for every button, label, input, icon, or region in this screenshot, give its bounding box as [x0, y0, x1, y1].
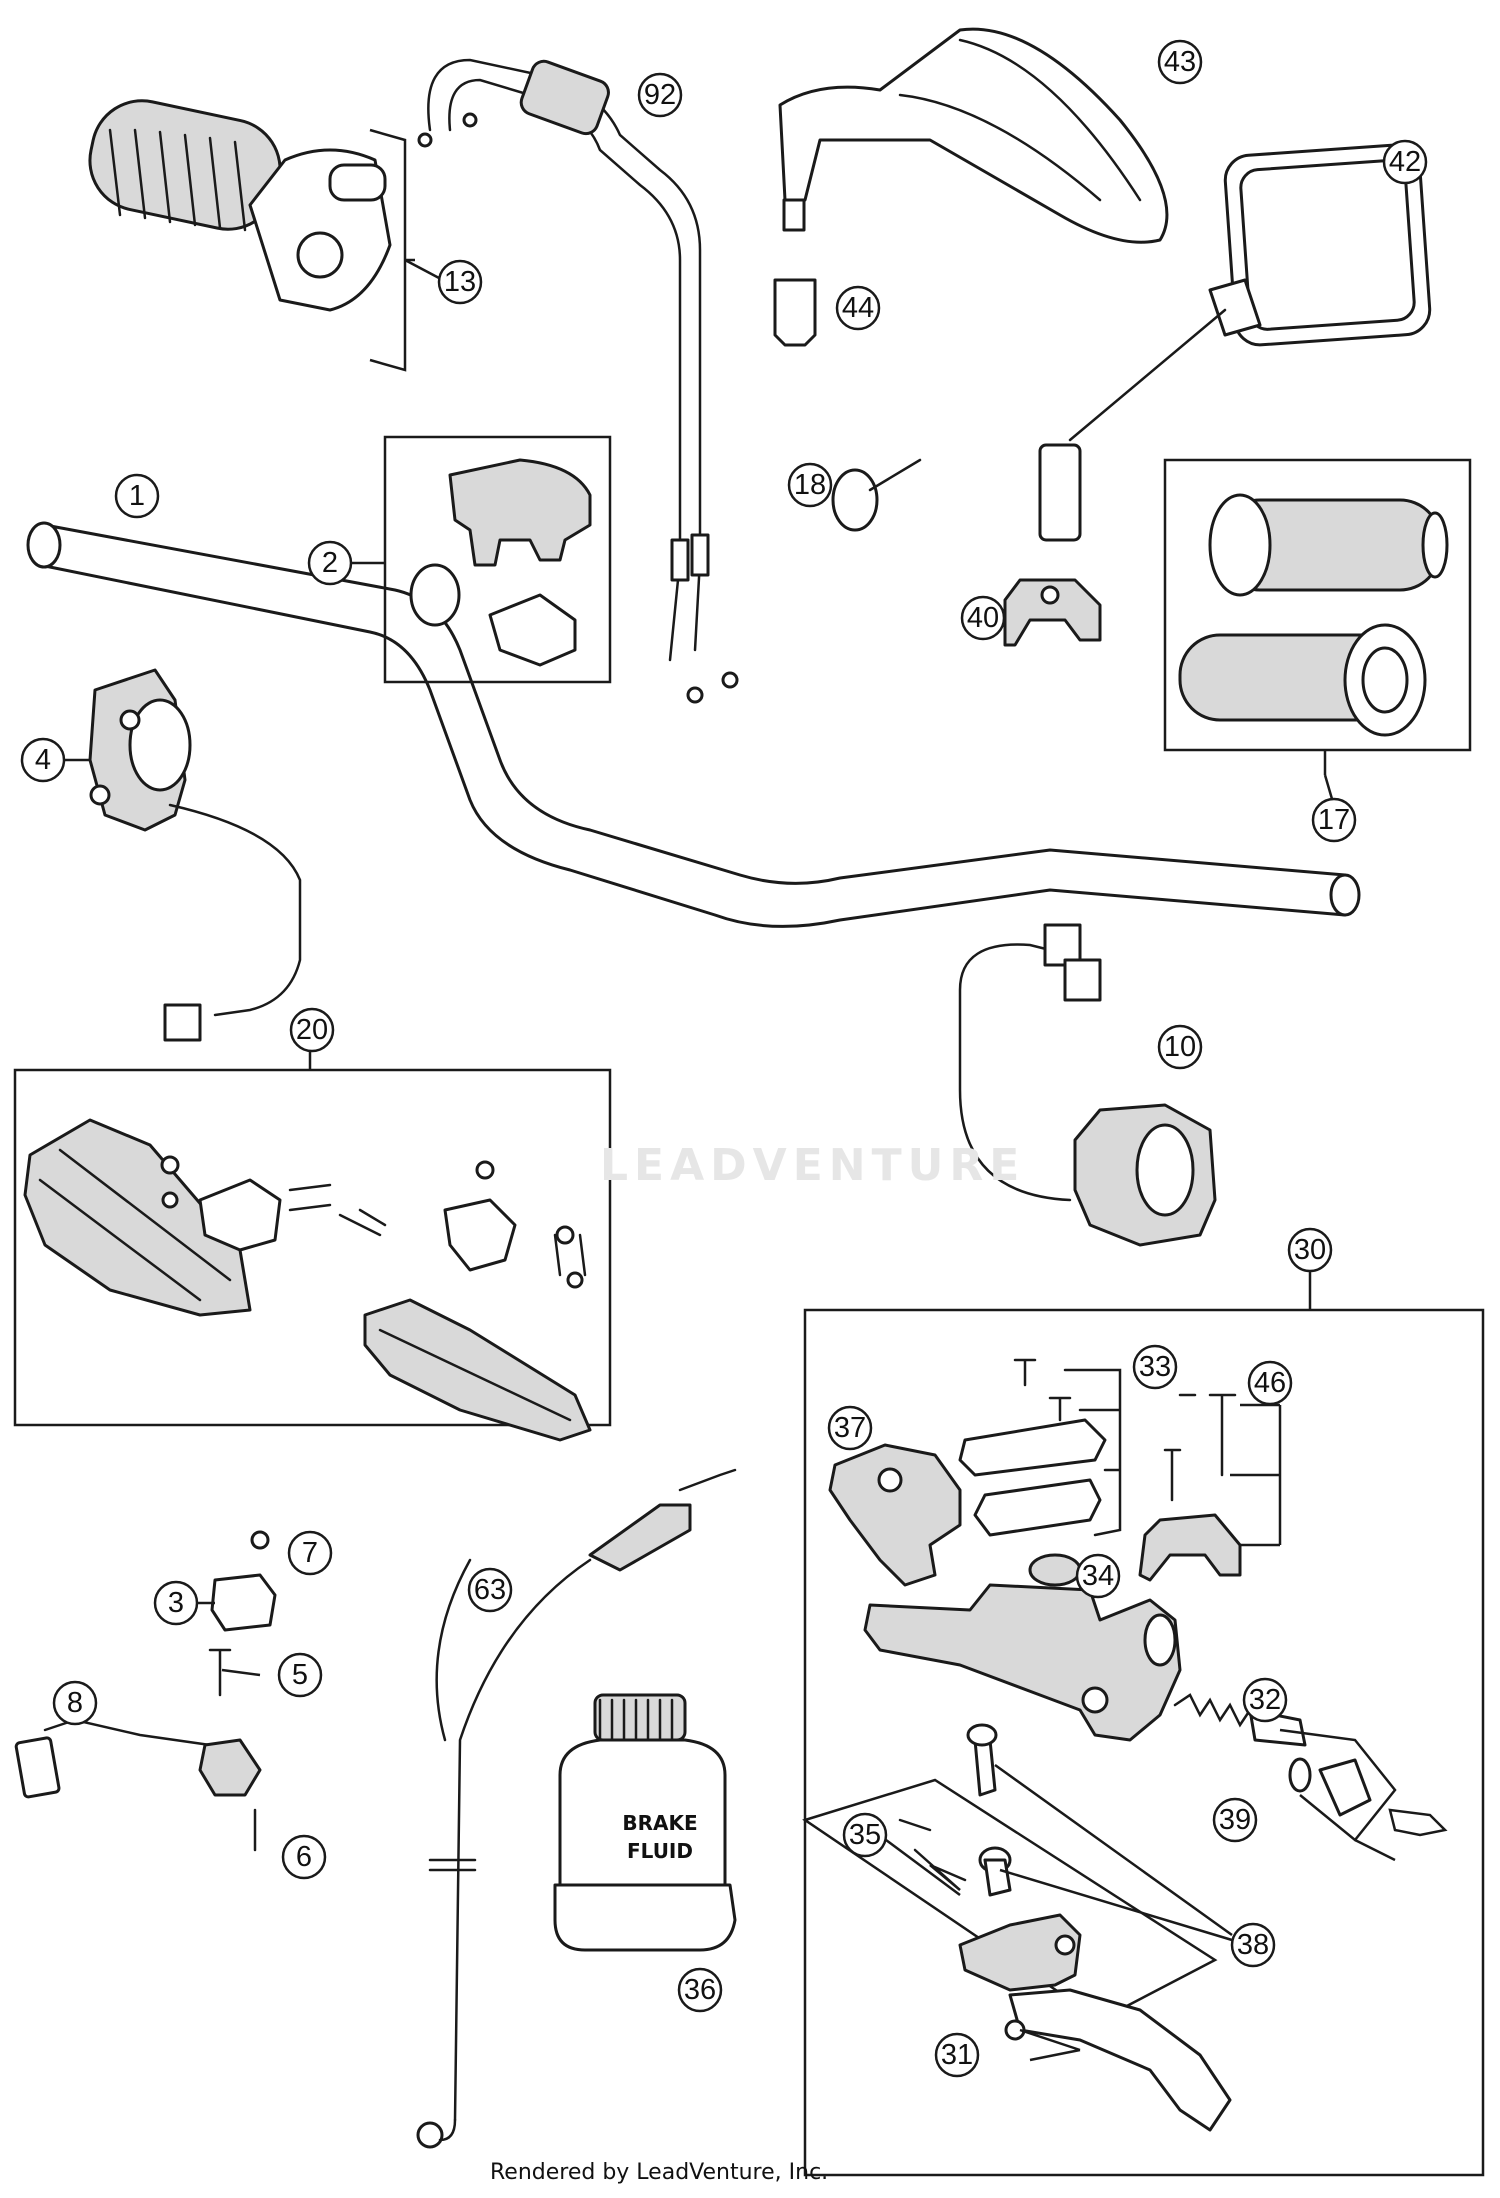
svg-text:40: 40	[967, 602, 999, 634]
callout-43: 43	[1157, 39, 1203, 85]
callout-31: 31	[934, 2032, 980, 2078]
throttle-grip-assembly	[88, 99, 392, 312]
brake-line-63	[416, 1468, 737, 2149]
switch-10	[958, 923, 1217, 1247]
svg-text:42: 42	[1389, 146, 1421, 178]
svg-text:37: 37	[834, 1412, 866, 1444]
box-2	[383, 435, 612, 684]
callout-7: 7	[287, 1530, 333, 1576]
svg-text:8: 8	[67, 1687, 83, 1719]
callout-40: 40	[960, 595, 1006, 641]
callout-44: 44	[835, 285, 881, 331]
svg-text:35: 35	[849, 1819, 881, 1851]
callout-63: 63	[467, 1567, 513, 1613]
svg-text:33: 33	[1139, 1351, 1171, 1383]
mirror-42	[1038, 143, 1432, 542]
svg-text:4: 4	[35, 744, 51, 776]
callout-3: 3	[153, 1580, 199, 1626]
svg-text:44: 44	[842, 292, 874, 324]
bottle-label-line2: FLUID	[627, 1839, 693, 1863]
callout-2: 2	[307, 540, 353, 586]
box-20	[13, 1068, 612, 1427]
callout-38: 38	[1230, 1922, 1276, 1968]
callout-8: 8	[52, 1680, 98, 1726]
bottle-label-line1: BRAKE	[622, 1811, 697, 1835]
callout-13: 13	[437, 259, 483, 305]
callout-10: 10	[1157, 1024, 1203, 1070]
brake-lever	[1008, 1988, 1232, 2132]
callout-4: 4	[20, 737, 66, 783]
svg-text:36: 36	[684, 1974, 716, 2006]
svg-text:3: 3	[168, 1587, 184, 1619]
render-credit: Rendered by LeadVenture, Inc.	[490, 2160, 829, 2185]
mirror-43	[778, 27, 1169, 244]
cable-tie-18	[831, 468, 879, 532]
svg-text:5: 5	[292, 1659, 308, 1691]
mirror-clamp-40	[1003, 578, 1102, 647]
callout-35: 35	[842, 1812, 888, 1858]
bracket-37	[828, 1443, 962, 1587]
svg-text:20: 20	[296, 1014, 328, 1046]
master-cylinder	[863, 1583, 1182, 1742]
bracket-3	[210, 1573, 277, 1632]
callout-5: 5	[277, 1652, 323, 1698]
callout-33: 33	[1132, 1344, 1178, 1390]
svg-text:39: 39	[1219, 1804, 1251, 1836]
brake-switch-8	[14, 1718, 262, 1852]
switch-4	[88, 668, 302, 1042]
svg-text:34: 34	[1082, 1560, 1114, 1592]
svg-text:13: 13	[444, 266, 476, 298]
callout-46: 46	[1247, 1360, 1293, 1406]
handlebar	[38, 523, 1347, 928]
svg-text:43: 43	[1164, 46, 1196, 78]
svg-text:31: 31	[941, 2039, 973, 2071]
svg-text:2: 2	[322, 547, 338, 579]
svg-text:10: 10	[1164, 1031, 1196, 1063]
callout-36: 36	[677, 1967, 723, 2013]
brake-fluid-bottle: BRAKE FLUID	[553, 1693, 737, 1952]
throttle-cables	[417, 58, 739, 704]
callout-39: 39	[1212, 1797, 1258, 1843]
watermark: LEADVENTURE	[600, 1140, 1026, 1191]
callout-34: 34	[1075, 1553, 1121, 1599]
callout-6: 6	[281, 1834, 327, 1880]
svg-text:6: 6	[296, 1841, 312, 1873]
svg-text:1: 1	[129, 480, 145, 512]
callout-17: 17	[1311, 797, 1357, 843]
adapter-44	[773, 278, 817, 347]
svg-text:30: 30	[1294, 1234, 1326, 1266]
callout-20: 20	[289, 1007, 335, 1053]
svg-text:46: 46	[1254, 1367, 1286, 1399]
svg-text:18: 18	[794, 469, 826, 501]
callout-30: 30	[1287, 1227, 1333, 1273]
svg-text:17: 17	[1318, 804, 1350, 836]
svg-text:7: 7	[302, 1537, 318, 1569]
box-30	[803, 1308, 1485, 2177]
svg-text:32: 32	[1249, 1684, 1281, 1716]
svg-text:38: 38	[1237, 1929, 1269, 1961]
callout-92: 92	[637, 72, 683, 118]
callout-18: 18	[787, 462, 833, 508]
callout-1: 1	[114, 473, 160, 519]
callout-42: 42	[1382, 139, 1428, 185]
svg-text:92: 92	[644, 79, 676, 111]
box-17	[1163, 458, 1472, 752]
svg-text:63: 63	[474, 1574, 506, 1606]
nut-7	[250, 1530, 270, 1550]
callout-32: 32	[1242, 1677, 1288, 1723]
callout-37: 37	[827, 1405, 873, 1451]
